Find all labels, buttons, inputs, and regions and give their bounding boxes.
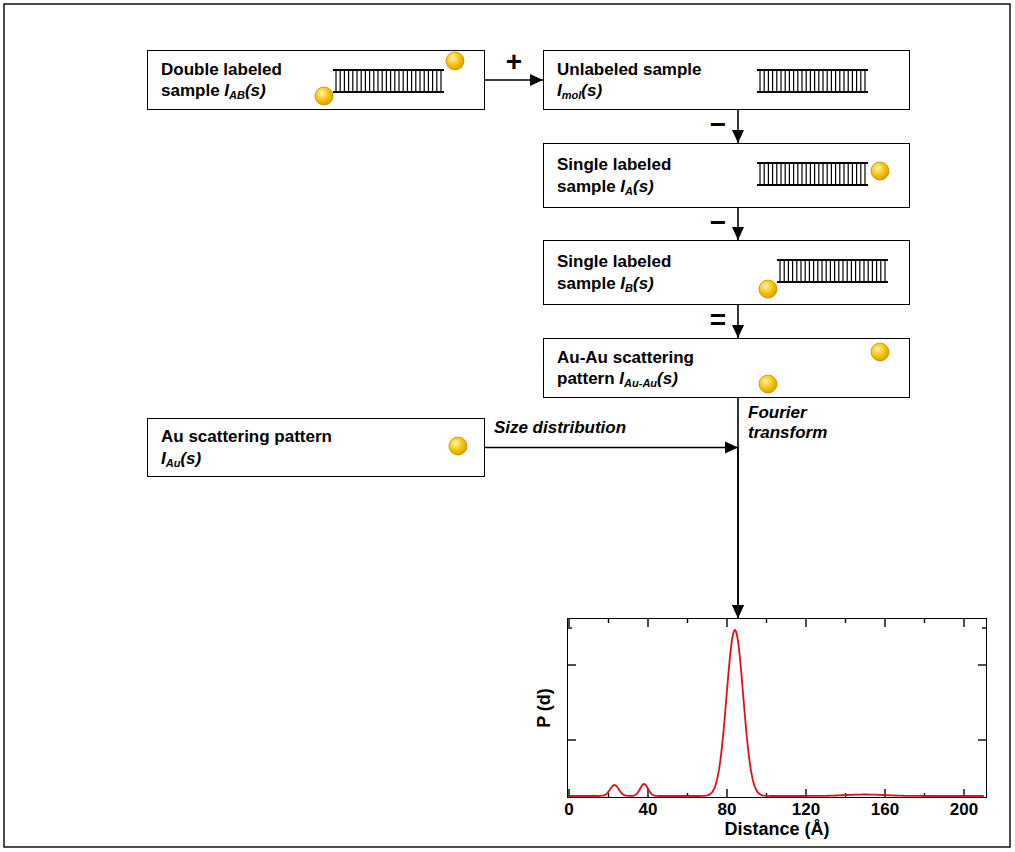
- axis-tick: [726, 618, 727, 627]
- operator-symbol: +: [506, 45, 522, 79]
- axis-tick: [884, 789, 885, 798]
- merge-arrowhead: [725, 442, 738, 454]
- axis-tick-label: 80: [718, 800, 737, 820]
- axis-tick-label: 120: [792, 800, 820, 820]
- axis-title-x: Distance (Å): [724, 819, 829, 840]
- operator-symbol: =: [710, 303, 726, 337]
- gold-nanoparticle: [871, 343, 889, 361]
- process-box: Au-Au scattering pattern IAu-Au(s): [543, 338, 910, 398]
- box-label: Single labeled sample IA(s): [557, 154, 732, 197]
- axis-tick: [805, 618, 806, 627]
- process-box: Au scattering pattern IAu(s): [147, 418, 485, 477]
- plot-frame: P (d)Distance (Å): [567, 618, 987, 798]
- dna-duplex: [777, 260, 888, 282]
- dna-duplex-group: [333, 70, 888, 282]
- process-box: Double labeled sample IAB(s): [147, 50, 485, 110]
- box-label: Au scattering pattern IAu(s): [161, 426, 336, 469]
- axis-tick: [647, 618, 648, 627]
- axis-tick: [978, 739, 987, 740]
- dna-duplex: [757, 70, 868, 92]
- gold-nanoparticle: [315, 87, 333, 105]
- box-label: Double labeled sample IAB(s): [161, 59, 326, 102]
- edge-label: Size distribution: [494, 418, 626, 438]
- distance-distribution-curve: [569, 630, 984, 796]
- figure-frame: [4, 4, 1010, 847]
- axis-tick: [963, 618, 964, 627]
- flow-arrow: [737, 110, 739, 143]
- gold-nanoparticle: [871, 162, 889, 180]
- axis-tick: [567, 664, 576, 665]
- process-box: Single labeled sample IA(s): [543, 143, 910, 208]
- axis-tick: [567, 739, 576, 740]
- flow-arrow: [737, 305, 739, 338]
- box-label: Single labeled sample IB(s): [557, 251, 732, 294]
- dna-duplex: [757, 163, 868, 185]
- flow-arrow: [485, 448, 738, 619]
- axis-tick: [978, 664, 987, 665]
- operator-symbol: −: [710, 206, 726, 240]
- gold-nanoparticle: [759, 375, 777, 393]
- dna-duplex: [333, 70, 444, 92]
- axis-tick-label: 160: [871, 800, 899, 820]
- gold-nanoparticle: [759, 280, 777, 298]
- axis-tick: [568, 618, 569, 627]
- axis-title-y: P (d): [534, 688, 555, 728]
- operator-symbol: −: [710, 108, 726, 142]
- axis-tick-label: 0: [564, 800, 573, 820]
- process-box: Unlabeled sample Imol(s): [543, 50, 910, 110]
- gold-nanoparticle: [446, 52, 464, 70]
- plot-art: [567, 618, 987, 798]
- flow-arrow: [485, 79, 543, 81]
- box-label: Au-Au scattering pattern IAu-Au(s): [557, 347, 732, 390]
- gold-nanoparticle: [449, 437, 467, 455]
- axis-tick-label: 200: [950, 800, 978, 820]
- box-label: Unlabeled sample Imol(s): [557, 59, 732, 102]
- process-box: Single labeled sample IB(s): [543, 240, 910, 305]
- flow-arrow: [737, 208, 739, 240]
- axis-tick: [884, 618, 885, 627]
- edge-label: Fourier transform: [748, 403, 843, 444]
- axis-tick-label: 40: [639, 800, 658, 820]
- axis-tick: [726, 789, 727, 798]
- gold-particles: [315, 52, 889, 455]
